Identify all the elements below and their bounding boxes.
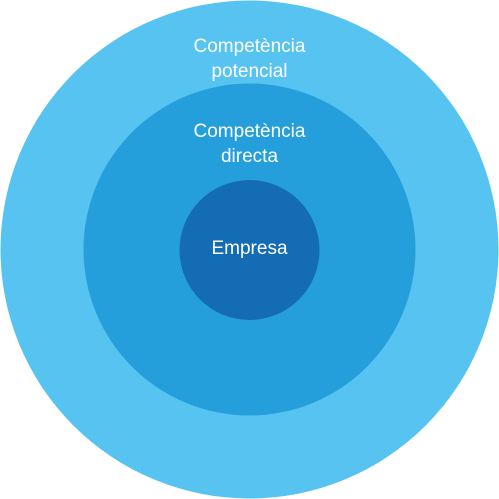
middle-label-line-2: directa bbox=[221, 146, 278, 167]
inner-label: Empresa bbox=[211, 238, 287, 259]
outer-label-line-1: Competència bbox=[194, 36, 306, 57]
inner-circle-company bbox=[179, 180, 320, 320]
outer-label-line-2: potencial bbox=[211, 61, 287, 82]
middle-label-line-1: Competència bbox=[194, 121, 306, 142]
